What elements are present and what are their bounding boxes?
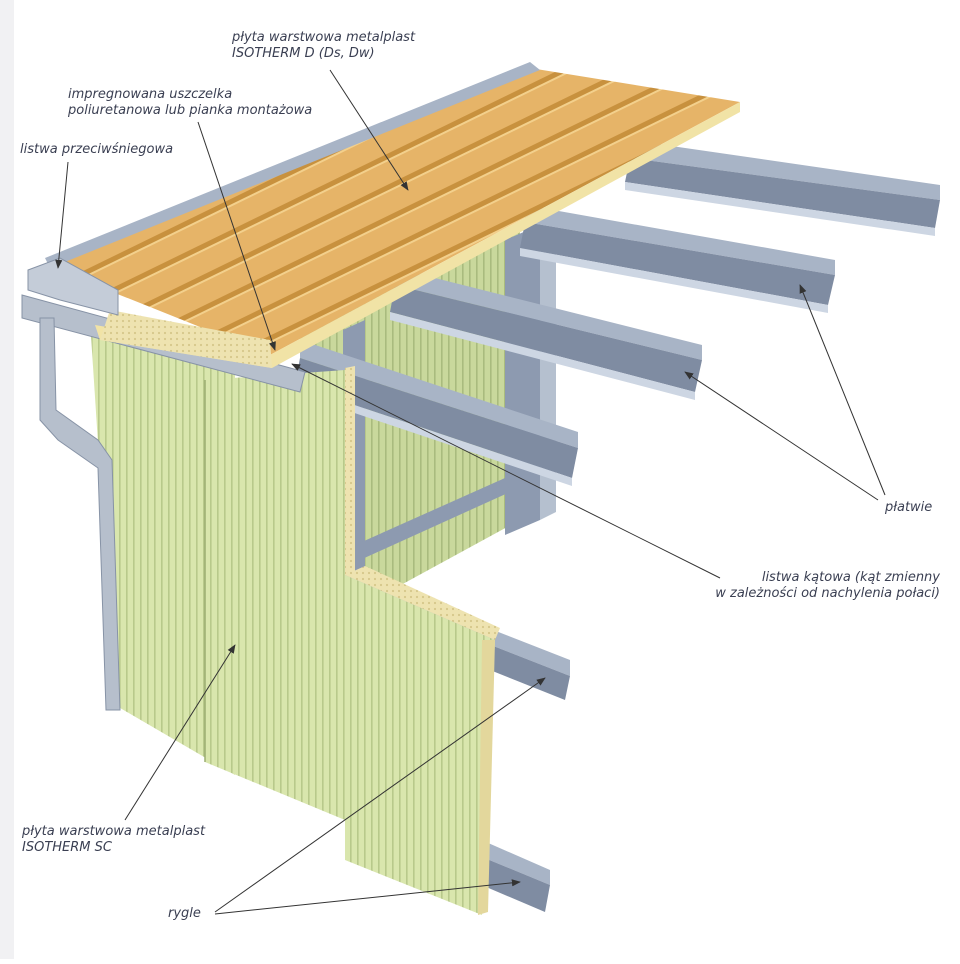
label-seal: impregnowana uszczelka poliuretanowa lub… bbox=[68, 87, 312, 119]
leader-wall-panel bbox=[124, 644, 236, 821]
label-wall-panel-line2: ISOTHERM SC bbox=[22, 840, 112, 855]
leader-purlin-a bbox=[799, 284, 886, 496]
purlins bbox=[295, 140, 940, 486]
label-purlins: płatwie bbox=[885, 500, 933, 515]
label-wall-panel: płyta warstwowa metalplast ISOTHERM SC bbox=[22, 824, 205, 856]
leader-seal bbox=[197, 121, 276, 351]
purlin-2 bbox=[525, 205, 835, 275]
label-rails: rygle bbox=[168, 906, 201, 921]
leader-rail-a bbox=[214, 677, 546, 913]
leader-purlin-b bbox=[684, 371, 879, 501]
label-seal-line1: impregnowana uszczelka bbox=[68, 87, 233, 102]
purlin-4 bbox=[300, 340, 578, 448]
purlin-1 bbox=[630, 140, 940, 200]
label-corner-strip: listwa kątowa (kąt zmienny w zależności … bbox=[700, 570, 940, 602]
leader-roof-panel bbox=[329, 69, 409, 191]
leader-rail-b bbox=[214, 879, 521, 915]
label-corner-strip-line2: w zależności od nachylenia połaci) bbox=[715, 586, 940, 601]
leader-corner-strip bbox=[291, 363, 721, 579]
purlin-3 bbox=[395, 268, 702, 360]
roof-core-edge bbox=[100, 310, 272, 368]
leader-lines bbox=[55, 69, 886, 915]
label-roof-panel-line2: ISOTHERM D (Ds, Dw) bbox=[232, 46, 375, 61]
label-wall-panel-line1: płyta warstwowa metalplast bbox=[22, 824, 206, 839]
roof-panel bbox=[27, 62, 740, 368]
rail-top-back bbox=[355, 478, 510, 560]
label-roof-panel-line1: płyta warstwowa metalplast bbox=[232, 30, 416, 45]
snow-guard-strip bbox=[27, 257, 119, 316]
scan-edge bbox=[0, 0, 14, 959]
downpipe bbox=[39, 317, 121, 711]
rail-bottom bbox=[470, 835, 550, 885]
leader-snow-strip bbox=[55, 161, 69, 269]
label-seal-line2: poliuretanowa lub pianka montażowa bbox=[68, 103, 313, 118]
front-wall bbox=[90, 320, 500, 915]
label-corner-strip-line1: listwa kątowa (kąt zmienny bbox=[761, 570, 940, 585]
label-roof-panel: płyta warstwowa metalplast ISOTHERM D (D… bbox=[232, 30, 415, 62]
label-snow-strip: listwa przeciwśniegowa bbox=[20, 142, 174, 157]
